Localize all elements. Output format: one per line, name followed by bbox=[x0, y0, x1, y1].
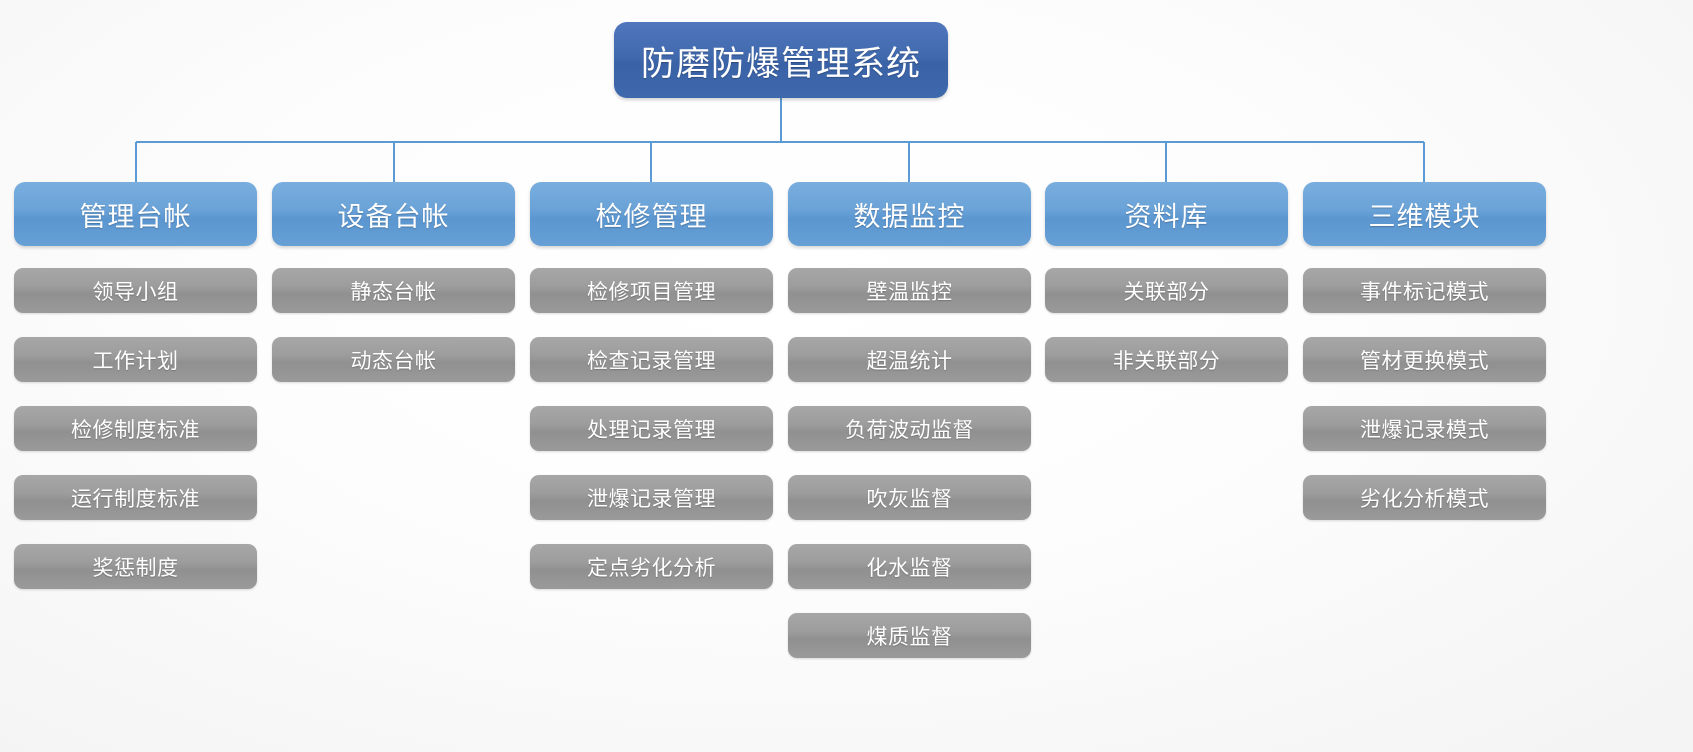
leaf-node-gongzuo-jihua[interactable]: 工作计划 bbox=[14, 337, 257, 382]
branch-node-label: 检修管理 bbox=[595, 201, 708, 232]
leaf-node-label: 负荷波动监督 bbox=[845, 418, 974, 442]
column-guanli-taizhang: 管理台帐 领导小组 工作计划 检修制度标准 运行制度标准 奖惩制度 bbox=[14, 182, 257, 613]
leaf-node-label: 壁温监控 bbox=[866, 280, 953, 304]
leaf-node-label: 泄爆记录模式 bbox=[1360, 418, 1489, 442]
column-sanwei-mokuai: 三维模块 事件标记模式 管材更换模式 泄爆记录模式 劣化分析模式 bbox=[1303, 182, 1546, 544]
leaf-node-label: 奖惩制度 bbox=[92, 556, 179, 580]
leaf-node-jianxiu-zhidu-biaozhun[interactable]: 检修制度标准 bbox=[14, 406, 257, 451]
leaf-node-label: 处理记录管理 bbox=[587, 418, 716, 442]
branch-node-ziliaoku[interactable]: 资料库 bbox=[1045, 182, 1288, 246]
branch-node-label: 设备台帐 bbox=[337, 201, 450, 232]
branch-node-shuju-jiankong[interactable]: 数据监控 bbox=[788, 182, 1031, 246]
leaf-node-dongtai-taizhang[interactable]: 动态台帐 bbox=[272, 337, 515, 382]
leaf-node-meizhi-jiandu[interactable]: 煤质监督 bbox=[788, 613, 1031, 658]
leaf-node-xiebao-jilu-moshi[interactable]: 泄爆记录模式 bbox=[1303, 406, 1546, 451]
leaf-node-chuli-jilu-guanli[interactable]: 处理记录管理 bbox=[530, 406, 773, 451]
branch-node-shebei-taizhang[interactable]: 设备台帐 bbox=[272, 182, 515, 246]
leaf-node-label: 非关联部分 bbox=[1112, 349, 1221, 373]
leaf-node-guancai-genghuan-moshi[interactable]: 管材更换模式 bbox=[1303, 337, 1546, 382]
leaf-node-label: 工作计划 bbox=[92, 349, 179, 373]
leaf-node-chuihui-jiandu[interactable]: 吹灰监督 bbox=[788, 475, 1031, 520]
leaf-node-label: 领导小组 bbox=[92, 280, 179, 304]
column-ziliaoku: 资料库 关联部分 非关联部分 bbox=[1045, 182, 1288, 406]
leaf-node-jingtai-taizhang[interactable]: 静态台帐 bbox=[272, 268, 515, 313]
leaf-node-label: 定点劣化分析 bbox=[587, 556, 716, 580]
leaf-node-liehua-fenxi-moshi[interactable]: 劣化分析模式 bbox=[1303, 475, 1546, 520]
column-shuju-jiankong: 数据监控 壁温监控 超温统计 负荷波动监督 吹灰监督 化水监督 煤质监督 bbox=[788, 182, 1031, 682]
branch-node-jianxiu-guanli[interactable]: 检修管理 bbox=[530, 182, 773, 246]
leaf-node-jiangcheng-zhidu[interactable]: 奖惩制度 bbox=[14, 544, 257, 589]
leaf-node-label: 事件标记模式 bbox=[1360, 280, 1489, 304]
leaf-node-chaowen-tongji[interactable]: 超温统计 bbox=[788, 337, 1031, 382]
leaf-node-jianxiu-xiangmu-guanli[interactable]: 检修项目管理 bbox=[530, 268, 773, 313]
leaf-node-fuhe-bodong-jiandu[interactable]: 负荷波动监督 bbox=[788, 406, 1031, 451]
branch-node-label: 资料库 bbox=[1124, 201, 1209, 232]
branch-node-label: 数据监控 bbox=[853, 201, 966, 232]
leaf-node-label: 劣化分析模式 bbox=[1360, 487, 1489, 511]
leaf-node-guanlian-bufen[interactable]: 关联部分 bbox=[1045, 268, 1288, 313]
leaf-node-label: 关联部分 bbox=[1123, 280, 1210, 304]
branch-node-guanli-taizhang[interactable]: 管理台帐 bbox=[14, 182, 257, 246]
leaf-node-label: 运行制度标准 bbox=[71, 487, 200, 511]
leaf-node-yunxing-zhidu-biaozhun[interactable]: 运行制度标准 bbox=[14, 475, 257, 520]
leaf-node-fei-guanlian-bufen[interactable]: 非关联部分 bbox=[1045, 337, 1288, 382]
column-jianxiu-guanli: 检修管理 检修项目管理 检查记录管理 处理记录管理 泄爆记录管理 定点劣化分析 bbox=[530, 182, 773, 613]
leaf-node-huashui-jiandu[interactable]: 化水监督 bbox=[788, 544, 1031, 589]
leaf-node-biwen-jiankong[interactable]: 壁温监控 bbox=[788, 268, 1031, 313]
leaf-node-label: 管材更换模式 bbox=[1360, 349, 1489, 373]
leaf-node-label: 动态台帐 bbox=[350, 349, 437, 373]
column-shebei-taizhang: 设备台帐 静态台帐 动态台帐 bbox=[272, 182, 515, 406]
leaf-node-label: 泄爆记录管理 bbox=[587, 487, 716, 511]
root-node-fangmo-fangbao[interactable]: 防磨防爆管理系统 bbox=[614, 22, 948, 98]
leaf-node-shijian-biaoji-moshi[interactable]: 事件标记模式 bbox=[1303, 268, 1546, 313]
leaf-node-label: 检查记录管理 bbox=[587, 349, 716, 373]
branch-node-label: 管理台帐 bbox=[79, 201, 192, 232]
leaf-node-label: 静态台帐 bbox=[350, 280, 437, 304]
leaf-node-label: 检修项目管理 bbox=[587, 280, 716, 304]
leaf-node-xiebao-jilu-guanli[interactable]: 泄爆记录管理 bbox=[530, 475, 773, 520]
branch-node-sanwei-mokuai[interactable]: 三维模块 bbox=[1303, 182, 1546, 246]
leaf-node-label: 检修制度标准 bbox=[71, 418, 200, 442]
leaf-node-label: 超温统计 bbox=[866, 349, 953, 373]
leaf-node-label: 煤质监督 bbox=[866, 625, 953, 649]
branch-node-label: 三维模块 bbox=[1368, 201, 1481, 232]
leaf-node-dingdian-liehua-fenxi[interactable]: 定点劣化分析 bbox=[530, 544, 773, 589]
leaf-node-lingdao-xiaozu[interactable]: 领导小组 bbox=[14, 268, 257, 313]
leaf-node-jiancha-jilu-guanli[interactable]: 检查记录管理 bbox=[530, 337, 773, 382]
root-node-label: 防磨防爆管理系统 bbox=[641, 44, 921, 83]
leaf-node-label: 吹灰监督 bbox=[866, 487, 953, 511]
leaf-node-label: 化水监督 bbox=[866, 556, 953, 580]
